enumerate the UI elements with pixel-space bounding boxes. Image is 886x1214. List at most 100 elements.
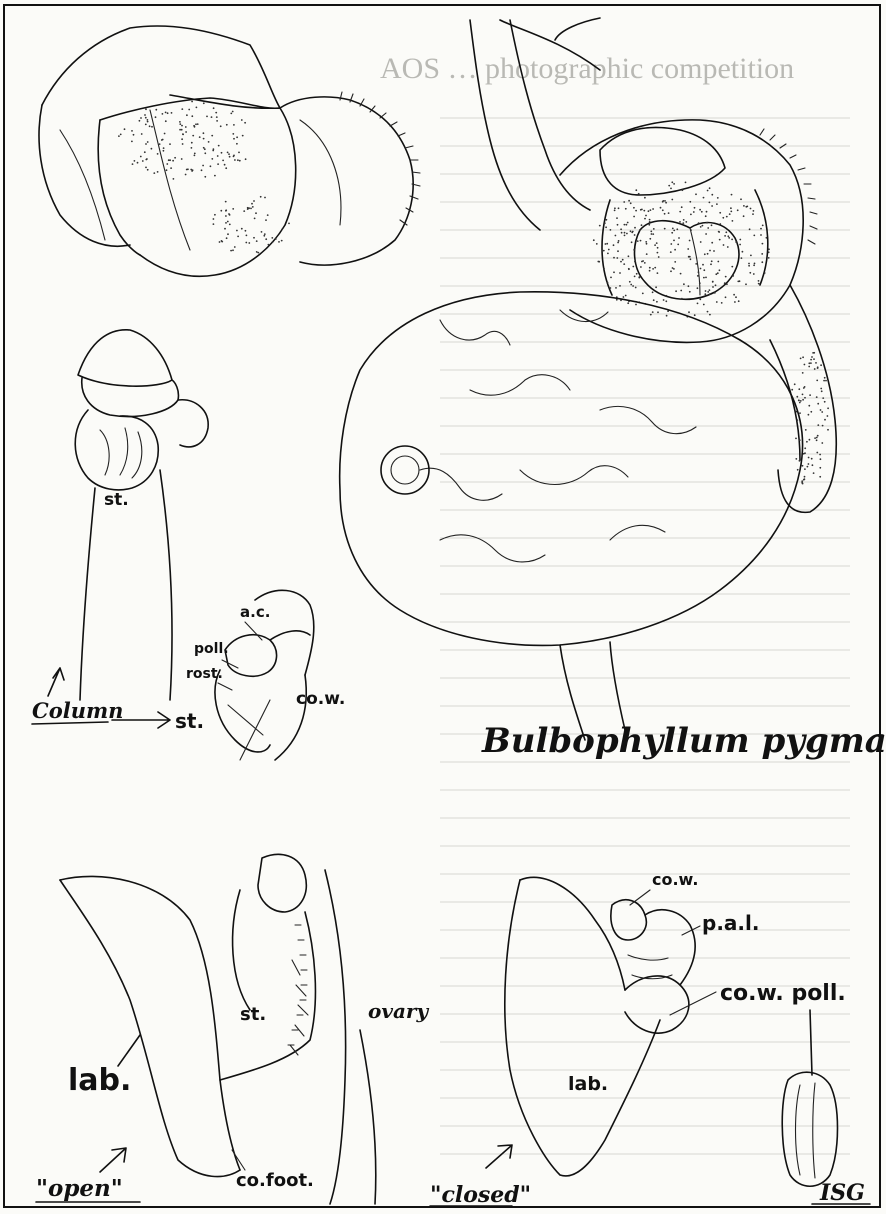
stipple-dot	[619, 285, 621, 287]
stipple-dot	[825, 380, 827, 382]
stipple-dot	[808, 414, 810, 416]
stipple-dot	[226, 124, 228, 126]
stipple-dot	[623, 201, 625, 203]
stipple-dot	[717, 261, 719, 263]
stipple-dot	[665, 202, 667, 204]
stipple-dot	[719, 269, 721, 271]
stipple-dot	[732, 220, 734, 222]
stipple-dot	[671, 181, 673, 183]
stipple-dot	[172, 160, 174, 162]
stipple-dot	[673, 183, 675, 185]
stipple-dot	[120, 134, 122, 136]
stipple-dot	[683, 283, 685, 285]
stipple-dot	[598, 261, 600, 263]
stipple-dot	[753, 264, 755, 266]
stipple-dot	[140, 117, 142, 119]
stipple-dot	[705, 215, 707, 217]
stipple-dot	[163, 147, 165, 149]
stipple-dot	[704, 253, 706, 255]
stipple-dot	[170, 167, 172, 169]
stipple-dot	[265, 219, 267, 221]
stipple-dot	[804, 468, 806, 470]
stipple-dot	[678, 237, 680, 239]
stipple-dot	[760, 234, 762, 236]
stipple-dot	[234, 246, 236, 248]
stipple-dot	[815, 362, 817, 364]
stipple-dot	[194, 153, 196, 155]
stipple-dot	[643, 210, 645, 212]
stipple-dot	[214, 214, 216, 216]
stipple-dot	[173, 178, 175, 180]
stipple-dot	[694, 314, 696, 316]
stipple-dot	[166, 163, 168, 165]
stipple-dot	[670, 243, 672, 245]
stipple-dot	[674, 261, 676, 263]
stipple-dot	[155, 116, 157, 118]
stipple-dot	[142, 160, 144, 162]
stipple-dot	[630, 284, 632, 286]
stipple-dot	[204, 152, 206, 154]
poll-label: poll.	[194, 641, 229, 657]
stipple-dot	[712, 281, 714, 283]
stipple-dot	[181, 108, 183, 110]
stipple-dot	[677, 244, 679, 246]
stipple-dot	[726, 216, 728, 218]
stipple-dot	[163, 150, 165, 152]
stipple-dot	[650, 209, 652, 211]
stipple-dot	[817, 366, 819, 368]
stipple-dot	[748, 263, 750, 265]
stipple-dot	[630, 202, 632, 204]
stipple-dot	[192, 135, 194, 137]
stipple-dot	[819, 467, 821, 469]
stipple-dot	[672, 228, 674, 230]
stipple-dot	[281, 229, 283, 231]
stipple-dot	[272, 241, 274, 243]
stipple-dot	[794, 383, 796, 385]
stipple-dot	[645, 215, 647, 217]
stipple-dot	[171, 112, 173, 114]
stipple-dot	[191, 115, 193, 117]
stipple-dot	[244, 122, 246, 124]
stipple-dot	[245, 158, 247, 160]
stipple-dot	[727, 246, 729, 248]
flower-side-view-drawing	[39, 26, 420, 276]
stipple-dot	[232, 208, 234, 210]
lab-label-closed: lab.	[568, 1073, 608, 1095]
stipple-dot	[227, 152, 229, 154]
stipple-dot	[628, 268, 630, 270]
st-arrow-label: st.	[175, 709, 204, 733]
stipple-dot	[620, 261, 622, 263]
stipple-dot	[693, 211, 695, 213]
stipple-dot	[250, 208, 252, 210]
stipple-dot	[809, 439, 811, 441]
stipple-dot	[641, 261, 643, 263]
stipple-dot	[791, 389, 793, 391]
stipple-dot	[680, 290, 682, 292]
stipple-dot	[820, 364, 822, 366]
stipple-dot	[808, 463, 810, 465]
stipple-dot	[704, 293, 706, 295]
stipple-dot	[694, 207, 696, 209]
stipple-dot	[162, 113, 164, 115]
stipple-dot	[697, 303, 699, 305]
stipple-dot	[635, 304, 637, 306]
stipple-dot	[634, 234, 636, 236]
stipple-dot	[247, 207, 249, 209]
stipple-dot	[644, 218, 646, 220]
stipple-dot	[630, 230, 632, 232]
stipple-dot	[758, 280, 760, 282]
stipple-dot	[817, 424, 819, 426]
stipple-dot	[652, 233, 654, 235]
stipple-dot	[698, 271, 700, 273]
open-label: "open"	[36, 1175, 123, 1202]
stipple-dot	[618, 240, 620, 242]
stipple-dot	[761, 261, 763, 263]
stipple-dot	[740, 198, 742, 200]
stipple-dot	[634, 227, 636, 229]
stipple-dot	[718, 231, 720, 233]
stipple-dot	[264, 197, 266, 199]
stipple-dot	[739, 239, 741, 241]
stipple-dot	[632, 285, 634, 287]
stipple-dot	[265, 238, 267, 240]
stipple-dot	[690, 258, 692, 260]
